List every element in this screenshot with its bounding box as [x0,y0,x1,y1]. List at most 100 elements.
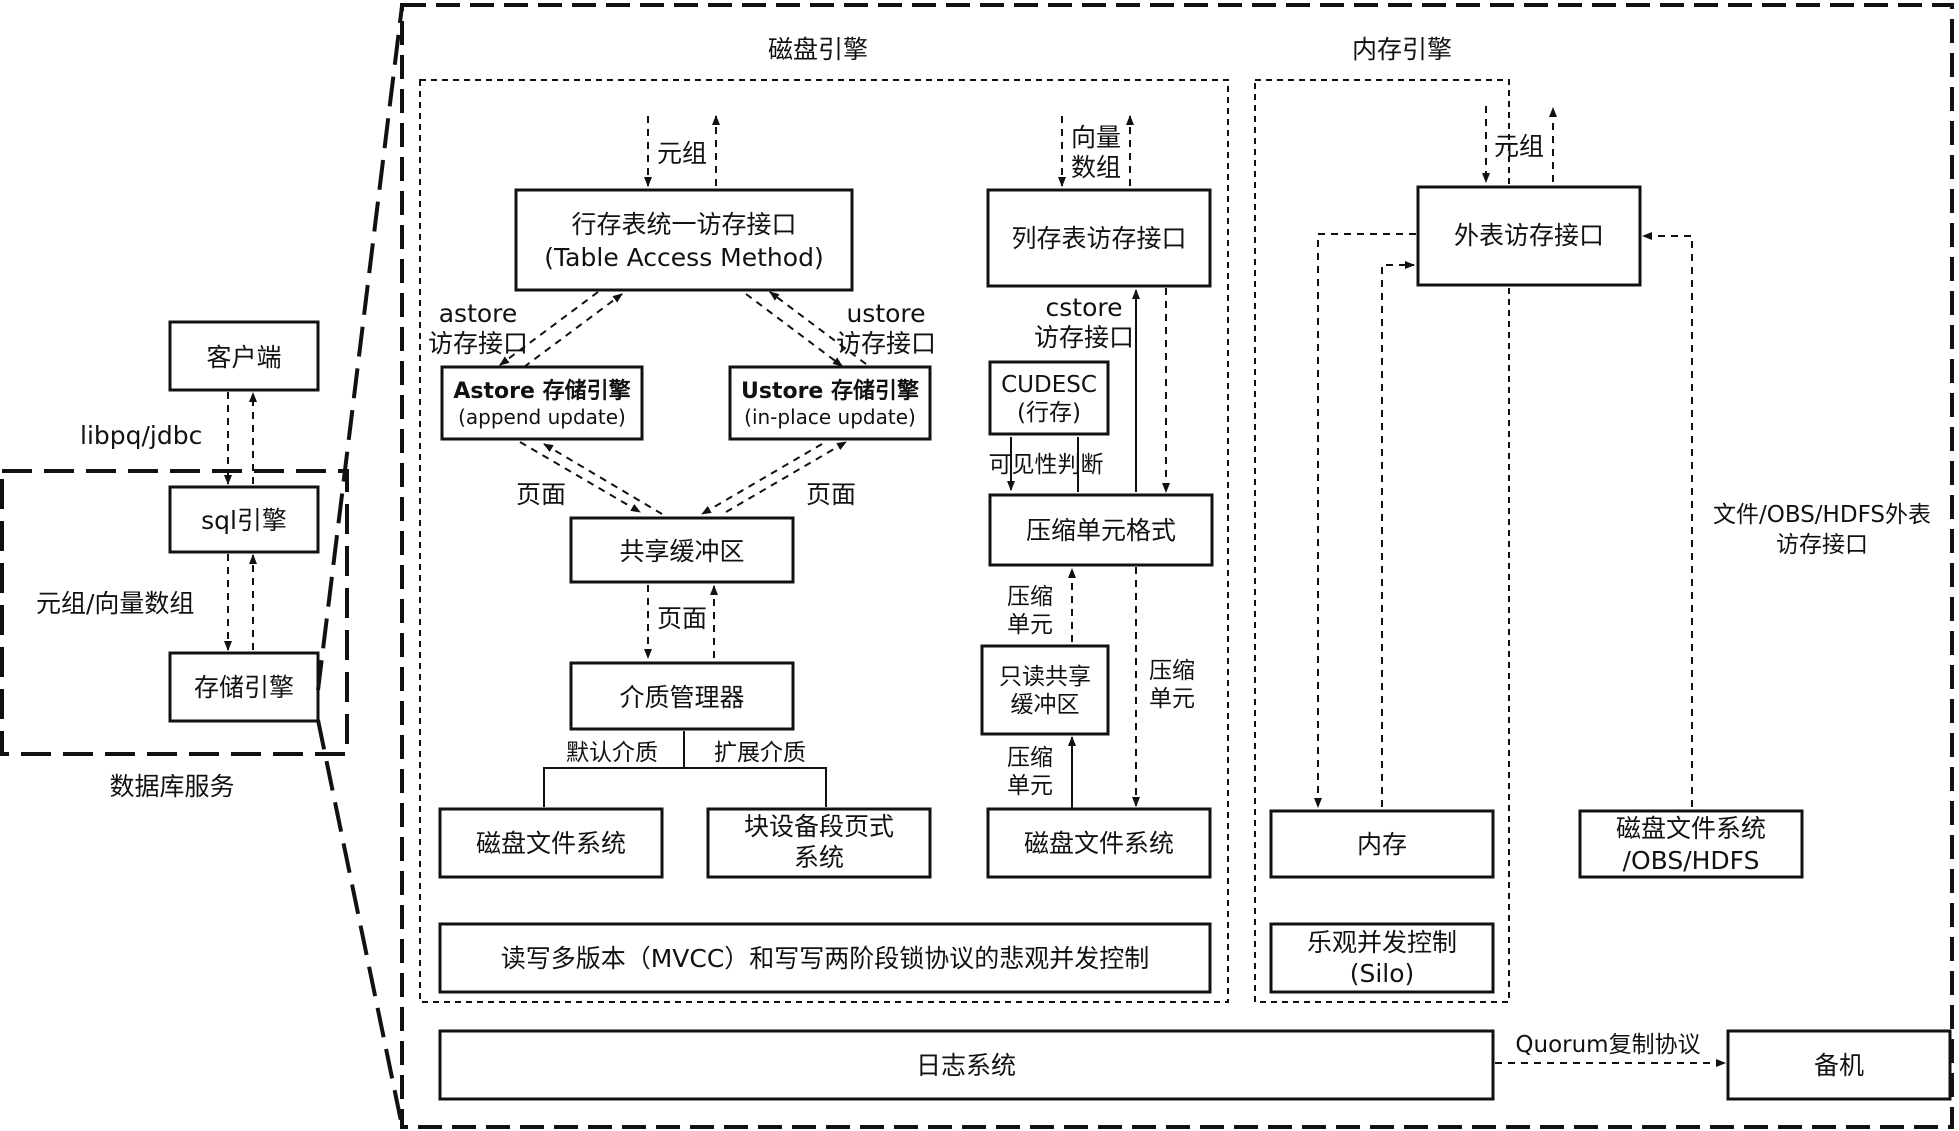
row-tuple-label: 元组 [657,139,707,168]
row-access-method-box: 行存表统一访存接口 (Table Access Method) [514,188,854,292]
ustore-to-api-arrow [769,291,867,365]
sql-engine-box: sql引擎 [168,485,320,554]
foreign-to-memory-arrow [1314,233,1416,808]
external-fs-box: 磁盘文件系统 /OBS/HDFS [1578,809,1804,879]
client-label: 客户端 [206,343,281,372]
extended-media-label: 扩展介质 [714,740,806,766]
ustore-sub: (in-place update) [744,405,916,429]
cu-label1-line1: 压缩 [1007,584,1053,610]
row-api-line2: (Table Access Method) [544,243,823,272]
tuple-vector-label: 元组/向量数组 [36,589,194,618]
log-system-label: 日志系统 [916,1051,1016,1080]
block-device-box: 块设备段页式 系统 [706,807,932,879]
column-api-label: 列存表访存接口 [1011,224,1186,253]
silo-box: 乐观并发控制 (Silo) [1269,922,1495,994]
buffer-to-astore-arrow [543,443,663,515]
cu-label3-line2: 单元 [1007,773,1053,799]
ustore-to-buffer-arrow [701,443,823,515]
buffer-to-ustore-arrow [725,441,847,513]
fs-line2: /OBS/HDFS [1623,846,1760,875]
log-system-box: 日志系统 [438,1029,1495,1101]
astore-api-line2: 访存接口 [428,329,528,358]
sql-engine-label: sql引擎 [201,506,287,535]
cu-label2-line2: 单元 [1149,686,1195,712]
shared-buffer-label: 共享缓冲区 [619,537,744,566]
api-to-ustore-arrow [745,293,843,367]
memory-to-foreign-arrow [1381,261,1415,807]
mvcc-box: 读写多版本（MVCC）和写写两阶段锁协议的悲观并发控制 [438,922,1212,994]
client-box: 客户端 [168,320,320,392]
foreign-api-box: 外表访存接口 [1416,185,1642,287]
block-line2: 系统 [794,843,844,872]
disk-engine-title: 磁盘引擎 [768,35,868,64]
disk-fs-label: 磁盘文件系统 [476,829,626,858]
block-line1: 块设备段页式 [744,812,894,841]
database-service-region [0,469,349,756]
page-right-label: 页面 [806,480,856,509]
row-api-line1: 行存表统一访存接口 [571,210,796,239]
foreign-line1: 文件/OBS/HDFS外表 [1713,502,1931,528]
silo-line2: (Silo) [1350,959,1415,988]
disk-fs-box: 磁盘文件系统 [438,807,664,879]
readonly-line2: 缓冲区 [1011,692,1080,718]
ustore-api-line1: ustore [846,299,925,328]
readonly-line1: 只读共享 [999,664,1091,690]
compressed-format-label: 压缩单元格式 [1026,516,1176,545]
memory-label: 内存 [1357,830,1407,859]
foreign-line2: 访存接口 [1776,532,1868,558]
cstore-line1: cstore [1046,293,1123,322]
astore-to-api-arrow [523,293,623,368]
protocol-label: libpq/jdbc [80,421,202,450]
storage-engine-label: 存储引擎 [194,673,294,702]
shared-buffer-box: 共享缓冲区 [569,516,795,584]
cudesc-line2: (行存) [1017,400,1081,426]
vector-line2: 数组 [1071,153,1121,182]
page-mid-label: 页面 [657,604,707,633]
standby-box: 备机 [1726,1029,1952,1101]
cu-label2-line1: 压缩 [1149,658,1195,684]
fs-to-foreign-arrow [1642,232,1693,807]
astore-engine-box: Astore 存储引擎 (append update) [440,365,644,441]
astore-title: Astore 存储引擎 [453,378,630,404]
media-manager-label: 介质管理器 [619,683,744,712]
disk-fs-col-box: 磁盘文件系统 [986,807,1212,879]
outer-engine-region [400,3,1954,1129]
disk-fs-col-label: 磁盘文件系统 [1024,829,1174,858]
compressed-format-box: 压缩单元格式 [988,493,1214,567]
astore-api-line1: astore [439,299,518,328]
standby-label: 备机 [1814,1051,1864,1080]
fs-line1: 磁盘文件系统 [1616,814,1766,843]
ustore-api-line2: 访存接口 [836,329,936,358]
quorum-label: Quorum复制协议 [1515,1032,1700,1058]
page-left-label: 页面 [516,480,566,509]
ustore-engine-box: Ustore 存储引擎 (in-place update) [728,365,932,441]
media-tree-connector-right [684,767,827,807]
readonly-buffer-box: 只读共享 缓冲区 [980,644,1110,736]
astore-sub: (append update) [458,405,626,429]
cu-label1-line2: 单元 [1007,612,1053,638]
memory-tuple-label: 元组 [1494,132,1544,161]
memory-engine-title: 内存引擎 [1352,35,1452,64]
zoom-line-top [316,5,404,691]
memory-box: 内存 [1269,809,1495,879]
cudesc-line1: CUDESC [1001,372,1097,398]
astore-to-buffer-arrow [519,441,641,513]
cstore-line2: 访存接口 [1034,323,1134,352]
cu-label3-line1: 压缩 [1007,745,1053,771]
mvcc-label: 读写多版本（MVCC）和写写两阶段锁协议的悲观并发控制 [501,944,1150,973]
default-media-label: 默认介质 [566,740,658,766]
visibility-label: 可见性判断 [989,452,1104,478]
cudesc-box: CUDESC (行存) [988,360,1110,436]
disk-engine-region [419,79,1229,1003]
database-service-label: 数据库服务 [109,772,234,801]
vector-line1: 向量 [1071,123,1121,152]
ustore-title: Ustore 存储引擎 [741,378,919,404]
silo-line1: 乐观并发控制 [1307,928,1457,957]
media-manager-box: 介质管理器 [569,661,795,731]
column-api-box: 列存表访存接口 [986,188,1212,288]
memory-engine-region [1254,79,1510,1003]
foreign-api-label: 外表访存接口 [1454,221,1604,250]
storage-engine-box: 存储引擎 [168,651,320,723]
zoom-line-bottom [316,719,404,1127]
